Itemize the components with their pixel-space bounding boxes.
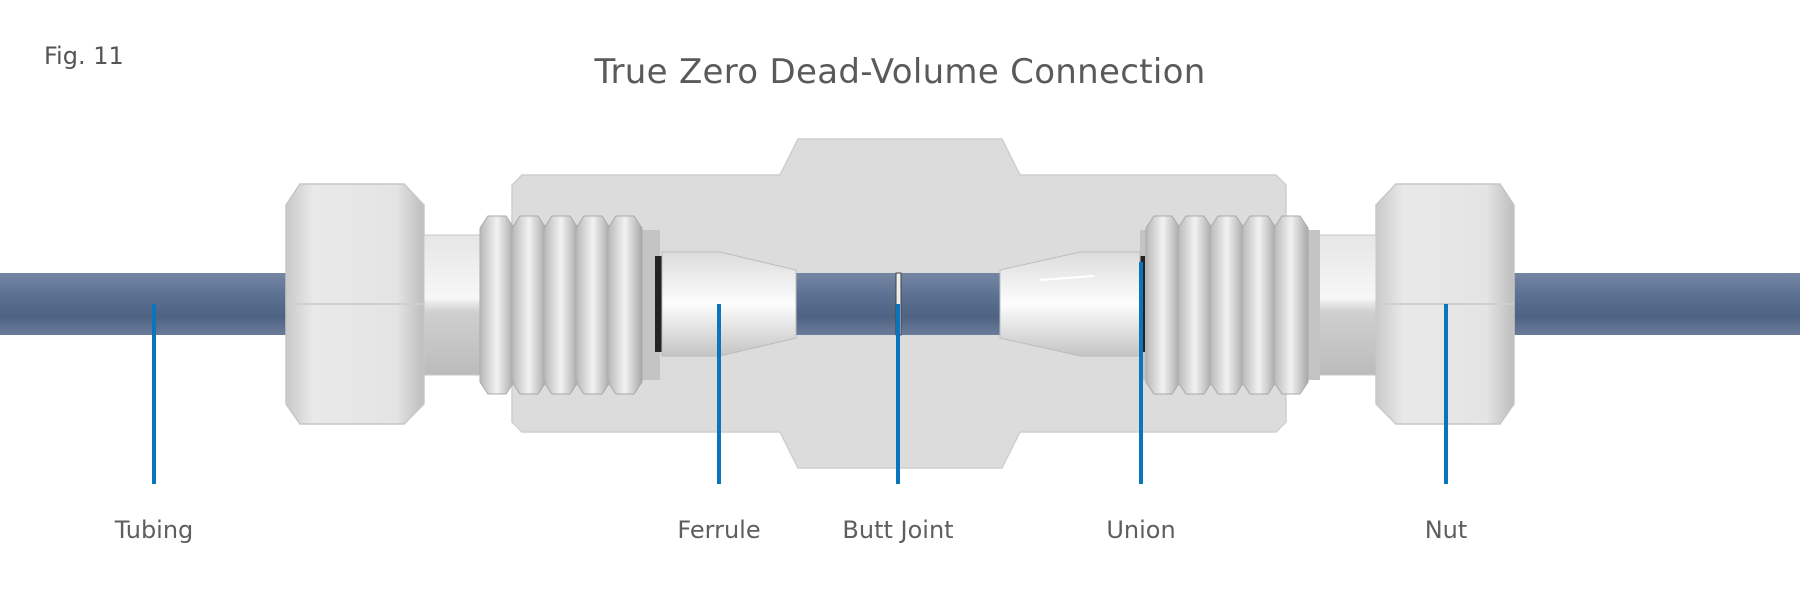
- callout-label-union: Union: [1106, 516, 1175, 544]
- tubing-right: [1500, 273, 1800, 335]
- thread-ridge: [544, 216, 578, 394]
- callout-label-butt-joint: Butt Joint: [842, 516, 953, 544]
- left-ferrule: [655, 252, 796, 356]
- thread-ridge: [1146, 216, 1180, 394]
- thread-ridge: [480, 216, 514, 394]
- right-threads: [1140, 216, 1320, 394]
- callout-label-ferrule: Ferrule: [677, 516, 760, 544]
- thread-ridge: [512, 216, 546, 394]
- thread-ridge: [576, 216, 610, 394]
- right-nut: [1316, 184, 1514, 424]
- thread-ridge: [1274, 216, 1308, 394]
- thread-ridge: [1210, 216, 1244, 394]
- callout-label-nut: Nut: [1425, 516, 1468, 544]
- left-threads: [480, 216, 660, 394]
- thread-ridge: [608, 216, 642, 394]
- tubing-left: [0, 273, 300, 335]
- thread-ridge: [1242, 216, 1276, 394]
- callout-label-tubing: Tubing: [115, 516, 194, 544]
- right-ferrule: [1000, 252, 1145, 356]
- left-nut: [286, 184, 484, 424]
- thread-ridge: [1178, 216, 1212, 394]
